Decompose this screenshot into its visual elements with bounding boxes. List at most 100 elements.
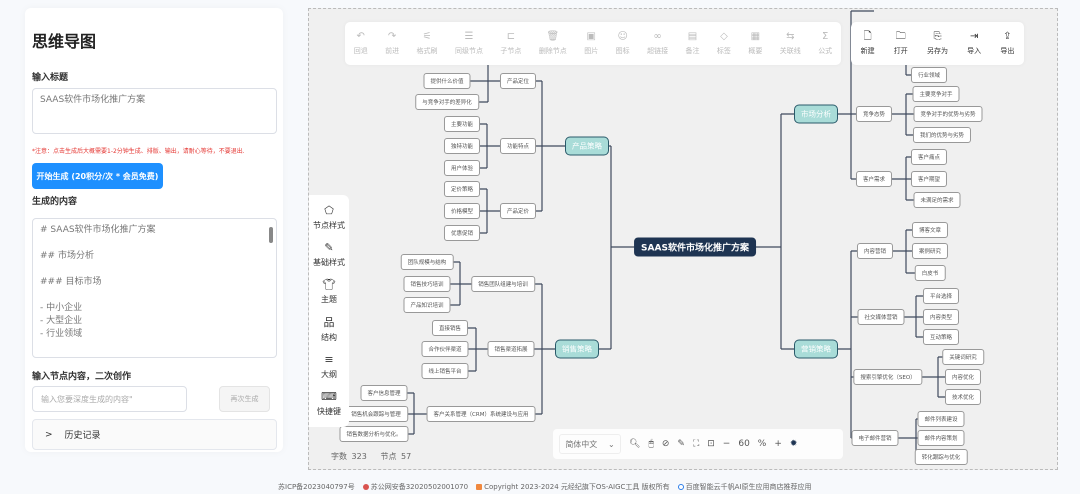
- mindmap-node[interactable]: 关键词研究: [942, 349, 984, 365]
- outline-button[interactable]: ≡大纲: [321, 353, 337, 380]
- mindmap-node[interactable]: 邮件列表建设: [917, 411, 965, 427]
- mindmap-node[interactable]: 博客文章: [911, 222, 949, 238]
- mindmap-node[interactable]: 客户期望: [910, 171, 948, 187]
- mindmap-node[interactable]: 我们的优势与劣势: [912, 127, 972, 143]
- mindmap-node[interactable]: 销售渠道拓展: [487, 341, 535, 357]
- title-input[interactable]: SAAS软件市场化推广方案: [32, 88, 277, 134]
- mindmap-node[interactable]: 独特功能: [443, 138, 481, 154]
- root-node[interactable]: SAAS软件市场化推广方案: [634, 237, 756, 257]
- mindmap-node[interactable]: 搜索引擎优化（SEO）: [853, 369, 923, 385]
- mindmap-node[interactable]: 功能特点: [499, 138, 537, 154]
- mindmap-node[interactable]: 竞争对手的优势与劣势: [913, 106, 983, 122]
- zoom-in-icon[interactable]: +: [774, 439, 782, 449]
- mindmap-node[interactable]: 用户体验: [443, 160, 481, 176]
- mindmap-node[interactable]: 合作伙伴渠道: [421, 341, 469, 357]
- compass-icon[interactable]: ⊘: [661, 439, 670, 449]
- node-content-input[interactable]: 输入您要深度生成的内容": [32, 386, 187, 412]
- structure-button[interactable]: 品结构: [321, 316, 337, 343]
- child-node-button[interactable]: ⊏子节点: [500, 22, 521, 65]
- baidu-link[interactable]: 百度智能云千帆AI原生应用商店推荐应用: [677, 482, 811, 492]
- scrollbar[interactable]: [269, 227, 273, 243]
- mindmap-node[interactable]: 白皮书: [914, 265, 946, 281]
- mindmap-node[interactable]: 价格模型: [443, 203, 481, 219]
- mindmap-node[interactable]: 未满足的需求: [913, 192, 961, 208]
- image-button[interactable]: ▣图片: [584, 22, 598, 65]
- tag-button[interactable]: ◇标签: [717, 22, 731, 65]
- mindmap-node[interactable]: 销售技巧培训: [403, 276, 451, 292]
- sibling-node-button[interactable]: ☰同级节点: [455, 22, 483, 65]
- police-record-link[interactable]: 苏公网安备32020502001070: [362, 482, 468, 492]
- mindmap-node[interactable]: 优惠促销: [443, 225, 481, 241]
- button-label: 基础样式: [313, 257, 345, 267]
- mindmap-node[interactable]: 互动策略: [922, 329, 960, 345]
- mindmap-node[interactable]: 客户信息管理: [360, 385, 408, 401]
- magic-wand-button[interactable]: ✎基础样式: [313, 241, 345, 268]
- language-select[interactable]: 简体中文⌄: [559, 434, 621, 454]
- mindmap-node[interactable]: 与竞争对手的差异化: [415, 94, 479, 110]
- branch-node[interactable]: 产品策略: [565, 136, 609, 156]
- branch-node[interactable]: 营销策略: [794, 339, 838, 359]
- mindmap-node[interactable]: 内容类型: [922, 309, 960, 325]
- mindmap-node[interactable]: 平台选择: [922, 288, 960, 304]
- mindmap-node[interactable]: 定价策略: [443, 181, 481, 197]
- summary-button[interactable]: ▦概要: [748, 22, 762, 65]
- mindmap-node[interactable]: 主要竞争对手: [912, 86, 960, 102]
- history-collapse[interactable]: >历史记录: [32, 419, 277, 450]
- mindmap-node[interactable]: 客户痛点: [910, 149, 948, 165]
- fit-screen-icon[interactable]: ⛶: [692, 439, 700, 449]
- keyboard-button[interactable]: ⌨快捷键: [317, 391, 341, 417]
- mindmap-node[interactable]: 转化跟踪与优化: [914, 449, 968, 465]
- mindmap-node[interactable]: 产品知识培训: [403, 297, 451, 313]
- mindmap-node[interactable]: 案例研究: [911, 243, 949, 259]
- trash-button[interactable]: 🗑︎删除节点: [539, 22, 567, 65]
- link-button[interactable]: ∞超链接: [647, 22, 668, 65]
- import-button[interactable]: ⇥导入: [967, 22, 981, 65]
- fullscreen-icon[interactable]: ⊡: [707, 439, 715, 449]
- mindmap-node[interactable]: 产品定价: [499, 203, 537, 219]
- zoom-out-icon[interactable]: −: [722, 439, 731, 449]
- regenerate-button[interactable]: 再次生成: [219, 386, 270, 412]
- edit-icon[interactable]: ✎: [677, 439, 685, 449]
- node-style-button[interactable]: ⬠节点样式: [313, 204, 345, 231]
- mindmap-node[interactable]: 团队规模与结构: [400, 254, 454, 270]
- new-file-button[interactable]: 🗋新建: [861, 22, 875, 65]
- search-icon[interactable]: 🔍︎: [629, 439, 641, 449]
- mindmap-node[interactable]: 技术优化: [944, 389, 982, 405]
- mindmap-node[interactable]: 直接销售: [431, 320, 469, 336]
- mindmap-node[interactable]: 客户需求: [855, 171, 893, 187]
- mindmap-node[interactable]: 内容营销: [856, 243, 894, 259]
- mindmap-node[interactable]: 邮件内容策划: [917, 430, 965, 446]
- shirt-button[interactable]: 👕︎主题: [321, 279, 337, 305]
- branch-node[interactable]: 市场分析: [794, 104, 838, 124]
- folder-open-button[interactable]: 🗀打开: [894, 22, 908, 65]
- generate-button[interactable]: 开始生成 (20积分/次 * 会员免费): [32, 163, 163, 189]
- format-brush-button[interactable]: ⚟格式刷: [417, 22, 438, 65]
- mindmap-node[interactable]: 销售机会跟踪与管理: [344, 406, 408, 422]
- relation-line-button[interactable]: ⇆关联线: [780, 22, 801, 65]
- mindmap-node[interactable]: 提供什么价值: [423, 73, 471, 89]
- mindmap-node[interactable]: 客户关系管理（CRM）系统建设与应用: [426, 406, 536, 422]
- save-as-button[interactable]: ⎘另存为: [927, 22, 948, 65]
- mindmap-node[interactable]: 产品定位: [499, 73, 537, 89]
- generated-content-textarea[interactable]: # SAAS软件市场化推广方案## 市场分析### 目标市场- 中小企业- 大型…: [32, 218, 277, 358]
- mindmap-node[interactable]: 竞争态势: [855, 106, 893, 122]
- mouse-icon[interactable]: 🖱︎: [648, 439, 654, 449]
- mindmap-node[interactable]: 电子邮件营销: [851, 430, 899, 446]
- icp-link[interactable]: 苏ICP备2023040797号: [278, 483, 355, 491]
- mindmap-canvas[interactable]: SAAS软件市场化推广方案 产品策略销售策略 市场分析营销策略 产品定位功能特点产品定…: [308, 8, 1058, 470]
- note-button[interactable]: ▤备注: [686, 22, 700, 65]
- redo-button[interactable]: ↷前进: [385, 22, 399, 65]
- undo-button[interactable]: ↶回退: [354, 22, 368, 65]
- mindmap-node[interactable]: 社交媒体营销: [857, 309, 905, 325]
- branch-node[interactable]: 销售策略: [555, 339, 599, 359]
- theme-sun-icon[interactable]: ✹: [789, 439, 798, 449]
- mindmap-node[interactable]: 主要功能: [443, 116, 481, 132]
- mindmap-node[interactable]: 内容优化: [944, 369, 982, 385]
- mindmap-node[interactable]: 销售团队组建与培训: [471, 276, 535, 292]
- mindmap-node[interactable]: 线上销售平台: [421, 363, 469, 379]
- emoji-button[interactable]: ☺图标: [616, 22, 630, 65]
- mindmap-node[interactable]: 销售数据分析与优化。: [339, 426, 409, 442]
- export-button[interactable]: ⇪导出: [1000, 22, 1014, 65]
- mindmap-node[interactable]: 行业领域: [910, 67, 948, 83]
